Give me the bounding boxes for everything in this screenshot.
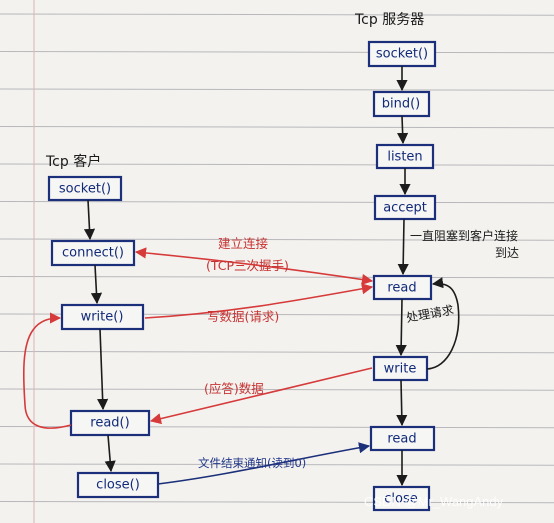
client-connect-box: connect() [50, 239, 136, 267]
ruled-line [0, 13, 554, 16]
ruled-line [0, 201, 554, 204]
server-write-box: write [372, 355, 429, 382]
csdn-watermark: CSDN @Mr_WangAndy [364, 494, 504, 509]
arrow-client-loop-back [22, 312, 72, 429]
ruled-line [0, 126, 554, 129]
server-read2-label: read [387, 432, 416, 447]
server-title: Tcp 服务器 [354, 12, 424, 28]
client-write-label: write() [81, 310, 124, 325]
server-listen-label: listen [387, 150, 422, 165]
server-bind-box: bind() [372, 90, 431, 118]
ruled-line [0, 463, 554, 466]
arrow-response-data [149, 367, 373, 425]
arrow-server-bind-to-listen [397, 115, 409, 145]
client-close-box: close() [76, 471, 160, 499]
arrow-server-accept-to-read [397, 218, 409, 276]
server-socket-box: socket() [367, 40, 437, 68]
client-write-box: write() [60, 303, 145, 331]
client-title: Tcp 客户 [45, 153, 101, 170]
ruled-line [0, 276, 554, 279]
server-socket-label: socket() [376, 47, 428, 62]
block-until-client-note: 一直阻塞到客户连接 [410, 228, 518, 243]
ruled-line [0, 88, 554, 91]
server-listen-box: listen [375, 143, 435, 170]
server-read-box: read [372, 274, 433, 301]
server-close-box: close [372, 485, 431, 512]
arrow-client-connect-to-write [90, 264, 103, 305]
client-connect-label: connect() [62, 246, 124, 261]
client-socket-box: socket() [47, 175, 123, 202]
ruled-line [0, 351, 554, 354]
request-message-label: 写数据(请求) [207, 309, 279, 324]
ruled-line [0, 51, 554, 54]
ruled-line [0, 163, 554, 166]
client-read-label: read() [90, 416, 129, 431]
server-read2-box: read [369, 425, 436, 452]
client-close-label: close() [96, 478, 140, 493]
arrow-client-read-to-close [104, 434, 116, 473]
arrow-write-request [144, 283, 374, 319]
arrow-client-write-to-read [97, 328, 109, 411]
eof-message-label: 文件结束通知(读到0) [198, 456, 306, 470]
connect-message-label: 建立连接 [218, 236, 269, 251]
client-read-box: read() [69, 409, 151, 437]
server-accept-label: accept [383, 201, 427, 216]
arrow-server-read-to-write [395, 298, 407, 357]
server-bind-label: bind() [382, 97, 421, 112]
response-message-label: (应答)数据 [204, 381, 264, 396]
server-write-label: write [384, 362, 417, 377]
handshake-message-label: (TCP三次握手) [206, 258, 289, 273]
arrow-eof-notification [157, 442, 371, 485]
arrive-note: 到达 [495, 246, 519, 260]
process-request-note: 处理请求 [405, 303, 455, 325]
arrow-server-write-to-read2 [396, 379, 408, 427]
arrow-connection-handshake [134, 247, 374, 286]
arrow-server-loop-back [426, 277, 460, 370]
server-read-label: read [387, 281, 416, 296]
ruled-line [0, 388, 554, 391]
server-close-label: close [384, 492, 417, 507]
server-accept-box: accept [373, 194, 437, 221]
client-socket-label: socket() [59, 182, 111, 197]
arrow-client-socket-to-connect [83, 199, 96, 241]
ruled-line [0, 501, 554, 504]
